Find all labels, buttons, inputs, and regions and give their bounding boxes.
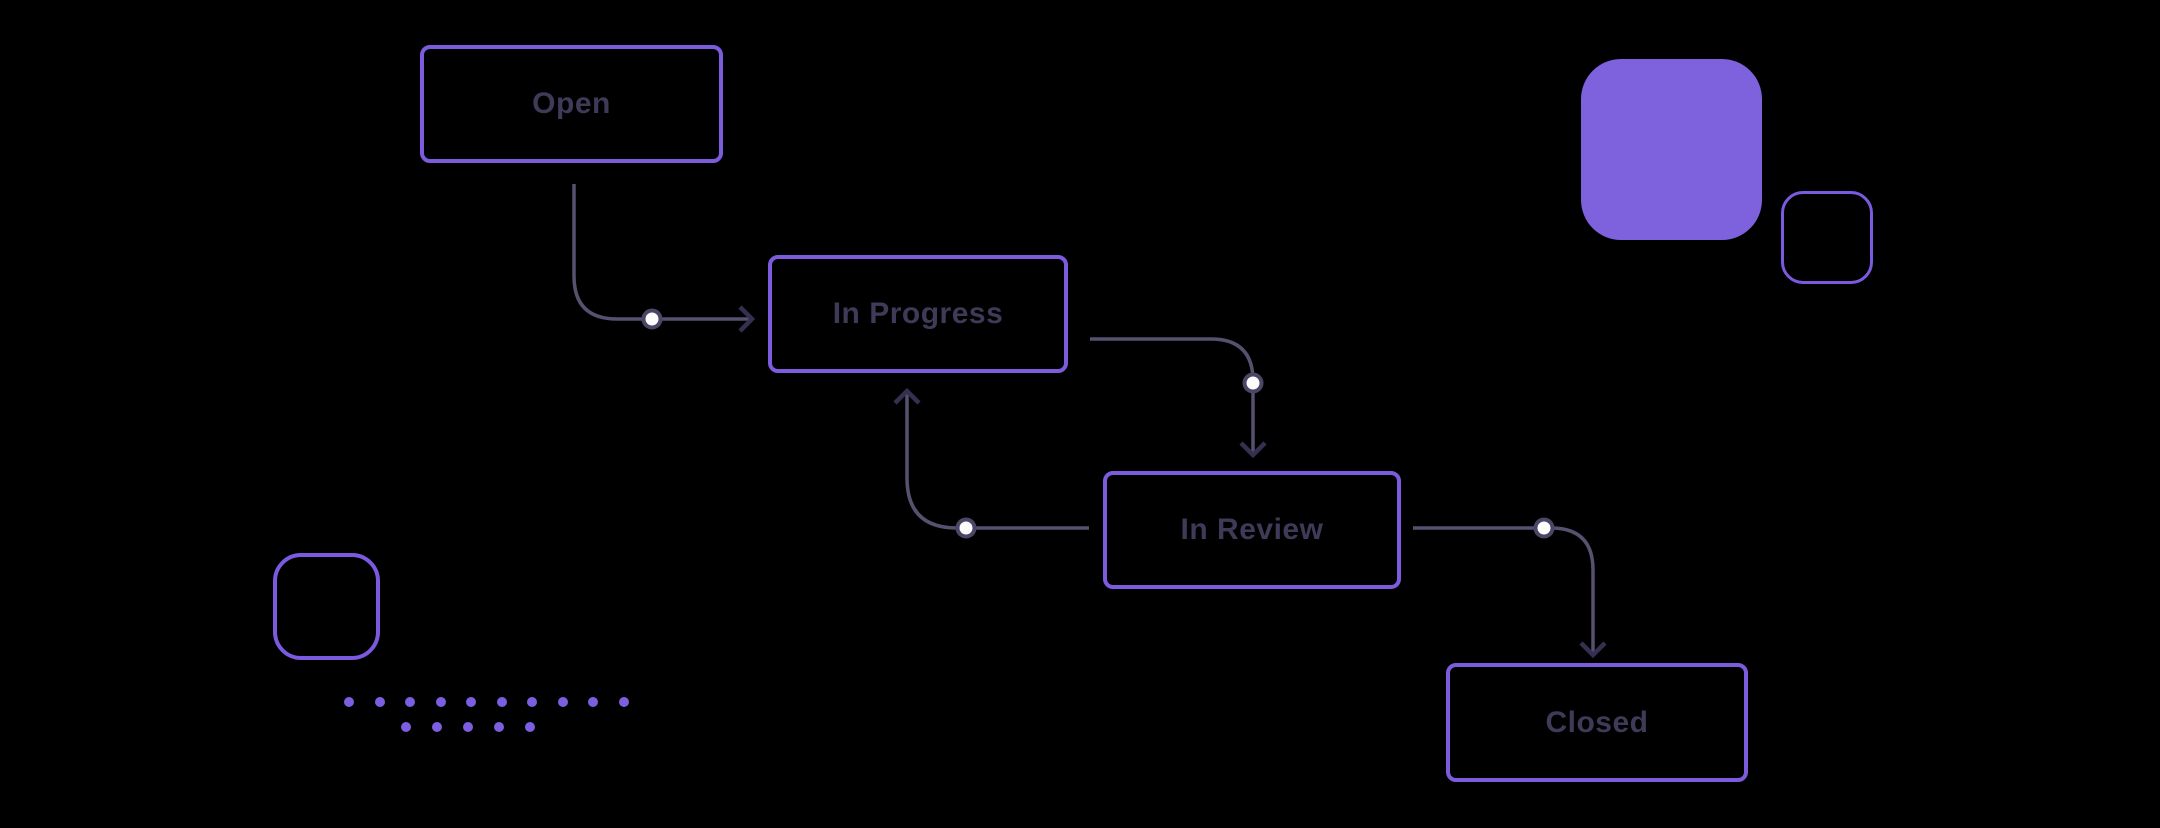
arrowhead-down-icon	[1239, 441, 1267, 459]
edge-waypoint-handle[interactable]	[1533, 517, 1555, 539]
decorative-dot	[525, 722, 535, 732]
decorative-dot	[496, 697, 507, 707]
decorative-dot-row-1	[344, 697, 629, 707]
arrowhead-right-icon	[738, 305, 756, 333]
node-open[interactable]: Open	[420, 45, 723, 163]
decorative-dot	[527, 697, 537, 707]
node-closed-label: Closed	[1545, 705, 1649, 739]
node-in-review-label: In Review	[1180, 513, 1324, 546]
edge-path[interactable]	[1413, 526, 1595, 655]
edge-path[interactable]	[1090, 337, 1255, 455]
node-in-progress-label: In Progress	[832, 297, 1004, 330]
decorative-dot	[494, 722, 504, 732]
edge-waypoint-handle[interactable]	[955, 517, 977, 539]
decorative-dot	[374, 697, 385, 707]
decorative-dot	[432, 722, 442, 732]
edge-in-review-to-closed[interactable]	[1413, 517, 1607, 659]
arrowhead-down-icon	[1579, 641, 1607, 659]
edge-waypoint-handle[interactable]	[641, 308, 663, 330]
decorative-dot	[463, 722, 473, 732]
edge-path[interactable]	[572, 184, 752, 321]
decorative-dot	[466, 697, 476, 707]
decorative-dot	[435, 697, 446, 707]
decorative-dot	[588, 697, 598, 707]
edge-path[interactable]	[905, 391, 1089, 530]
edge-open-to-in-progress[interactable]	[572, 184, 756, 333]
edge-in-review-to-in-progress[interactable]	[893, 387, 1089, 539]
decorative-dot	[344, 697, 354, 707]
node-open-label: Open	[532, 87, 611, 120]
node-closed[interactable]: Closed	[1446, 663, 1748, 782]
node-in-review[interactable]: In Review	[1103, 471, 1401, 589]
edge-waypoint-handle[interactable]	[1242, 372, 1264, 394]
decorative-dot	[401, 722, 411, 732]
decorative-outline-square-bottom-left	[273, 553, 380, 660]
node-in-progress[interactable]: In Progress	[768, 255, 1068, 373]
decorative-filled-square	[1581, 59, 1762, 240]
edge-in-progress-to-in-review[interactable]	[1090, 337, 1267, 459]
decorative-dot-row-2	[401, 722, 535, 732]
arrowhead-up-icon	[893, 387, 921, 405]
decorative-dot	[405, 697, 415, 707]
decorative-dot	[557, 697, 568, 707]
decorative-dot	[618, 697, 629, 707]
decorative-outline-square-top-right	[1781, 191, 1873, 284]
